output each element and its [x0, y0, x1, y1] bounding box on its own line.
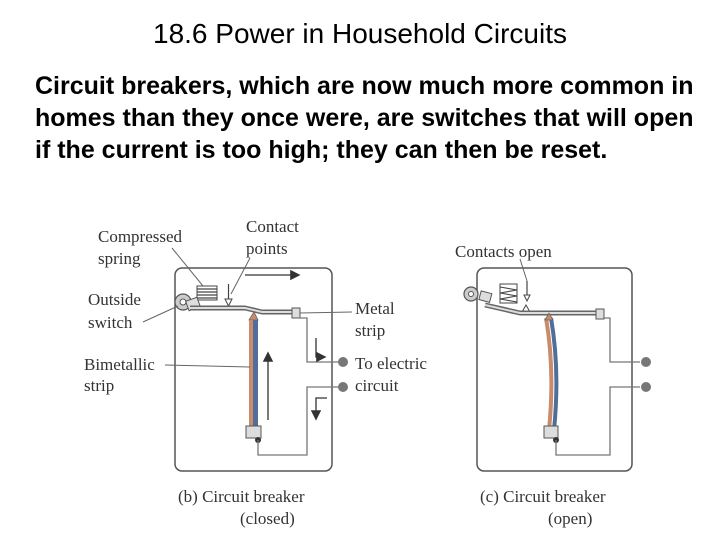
breaker-open-diagram: Contacts open (c) Circuit breaker (open): [455, 242, 651, 528]
contacts-open: [521, 281, 531, 313]
wire-top: [297, 317, 340, 363]
label-metal-strip: Metal strip: [355, 299, 399, 340]
spring-open: [499, 283, 518, 304]
breaker-housing: [174, 267, 333, 472]
outside-switch: [174, 293, 201, 312]
strip-mount: [245, 425, 262, 439]
label-bimetallic-strip: Bimetallic strip: [84, 355, 159, 395]
bimetallic-strip: [248, 311, 259, 430]
terminal-top: [338, 357, 348, 367]
bimetallic-strip-bent: [544, 312, 559, 431]
breaker-closed-diagram: Compressed spring Contact points Outside…: [84, 217, 431, 528]
breaker-housing-open: [476, 267, 633, 472]
terminal-bottom-open: [641, 382, 651, 392]
wire-bottom: [257, 386, 340, 456]
label-compressed-spring: Compressed spring: [98, 227, 186, 268]
screw-terminal: [291, 307, 301, 319]
current-arrow-in: [315, 338, 327, 363]
caption-open: (c) Circuit breaker (open): [480, 487, 610, 528]
outside-switch-open: [463, 286, 493, 303]
caption-closed: (b) Circuit breaker (closed): [178, 487, 309, 528]
slide-body-text: Circuit breakers, which are now much mor…: [35, 72, 694, 164]
contact-points: [224, 284, 233, 308]
label-to-electric-circuit: To electric circuit: [355, 354, 431, 395]
label-contacts-open: Contacts open: [455, 242, 552, 261]
label-contact-points: Contact points: [246, 217, 303, 258]
label-outside-switch: Outside switch: [88, 290, 145, 332]
terminal-bottom: [338, 382, 348, 392]
compressed-spring: [196, 285, 218, 301]
terminal-top-open: [641, 357, 651, 367]
current-arrow-out: [310, 397, 327, 421]
slide-title: 18.6 Power in Household Circuits: [153, 18, 567, 49]
